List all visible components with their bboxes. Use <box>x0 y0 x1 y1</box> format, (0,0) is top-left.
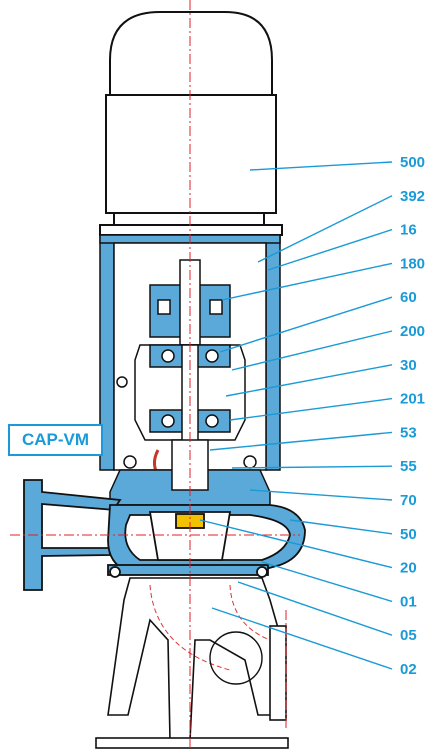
base-plate <box>95 737 289 749</box>
suction-flange <box>269 625 287 721</box>
motor-fan-cover <box>109 11 273 96</box>
motor-flange <box>113 212 265 226</box>
callout-label-50: 50 <box>400 526 417 543</box>
callout-leader-200 <box>231 330 393 371</box>
motor <box>99 11 283 236</box>
foot-bolt-right <box>256 566 268 578</box>
callout-leader-180 <box>221 262 393 301</box>
centerlines <box>10 0 300 750</box>
callout-leader-53 <box>209 431 393 451</box>
elbow-outer-hidden-line <box>229 584 271 641</box>
callout-label-60: 60 <box>400 289 417 306</box>
callout-label-02: 02 <box>400 661 417 678</box>
callout-label-16: 16 <box>400 222 417 239</box>
suction-elbow <box>95 577 289 749</box>
callout-label-01: 01 <box>400 593 417 610</box>
lower-bearing-ball-right <box>205 414 219 428</box>
model-label-box: CAP-VM <box>8 424 103 456</box>
coupling-bolt-right <box>209 299 223 315</box>
callout-label-30: 30 <box>400 357 417 374</box>
callout-label-05: 05 <box>400 627 417 644</box>
upper-bearing-ball-left <box>161 349 175 363</box>
callout-leader-05 <box>237 581 393 636</box>
motor-mount-plate <box>99 224 283 236</box>
pedestal <box>107 577 279 741</box>
lower-bearing-ball-left <box>161 414 175 428</box>
callout-label-55: 55 <box>400 458 417 475</box>
callout-leader-20 <box>199 519 393 569</box>
discharge-bore <box>41 503 117 549</box>
callout-leader-392 <box>257 195 393 263</box>
callout-label-180: 180 <box>400 255 425 272</box>
callout-leader-201 <box>229 397 393 421</box>
callout-leader-500 <box>249 161 393 171</box>
model-label: CAP-VM <box>21 430 90 449</box>
coupling-bolt-left <box>157 299 171 315</box>
callout-leader-30 <box>225 364 393 397</box>
callout-leader-60 <box>219 296 393 353</box>
callout-label-392: 392 <box>400 188 425 205</box>
callout-label-500: 500 <box>400 154 425 171</box>
oil-plug <box>116 376 128 388</box>
suction-bore <box>209 631 263 685</box>
callout-label-201: 201 <box>400 391 425 408</box>
callout-leader-70 <box>249 489 393 501</box>
callout-leader-01 <box>261 561 393 603</box>
callout-leader-50 <box>289 519 393 535</box>
motor-body <box>105 94 277 214</box>
elbow-inner-hidden-line <box>149 584 231 671</box>
cover-bolt-right <box>243 455 257 469</box>
callout-leader-16 <box>267 228 393 271</box>
casing-foot <box>107 564 269 576</box>
foot-bolt-left <box>109 566 121 578</box>
callout-leader-02 <box>211 607 393 670</box>
callout-label-20: 20 <box>400 560 417 577</box>
callout-label-200: 200 <box>400 323 425 340</box>
callout-label-53: 53 <box>400 424 417 441</box>
callouts: 500 392 16 180 60 200 30 201 53 55 70 50 20 01 05 02 <box>199 154 425 678</box>
callout-leader-55 <box>231 465 393 469</box>
cover-bolt-left <box>123 455 137 469</box>
upper-bearing-ball-right <box>205 349 219 363</box>
callout-label-70: 70 <box>400 492 417 509</box>
